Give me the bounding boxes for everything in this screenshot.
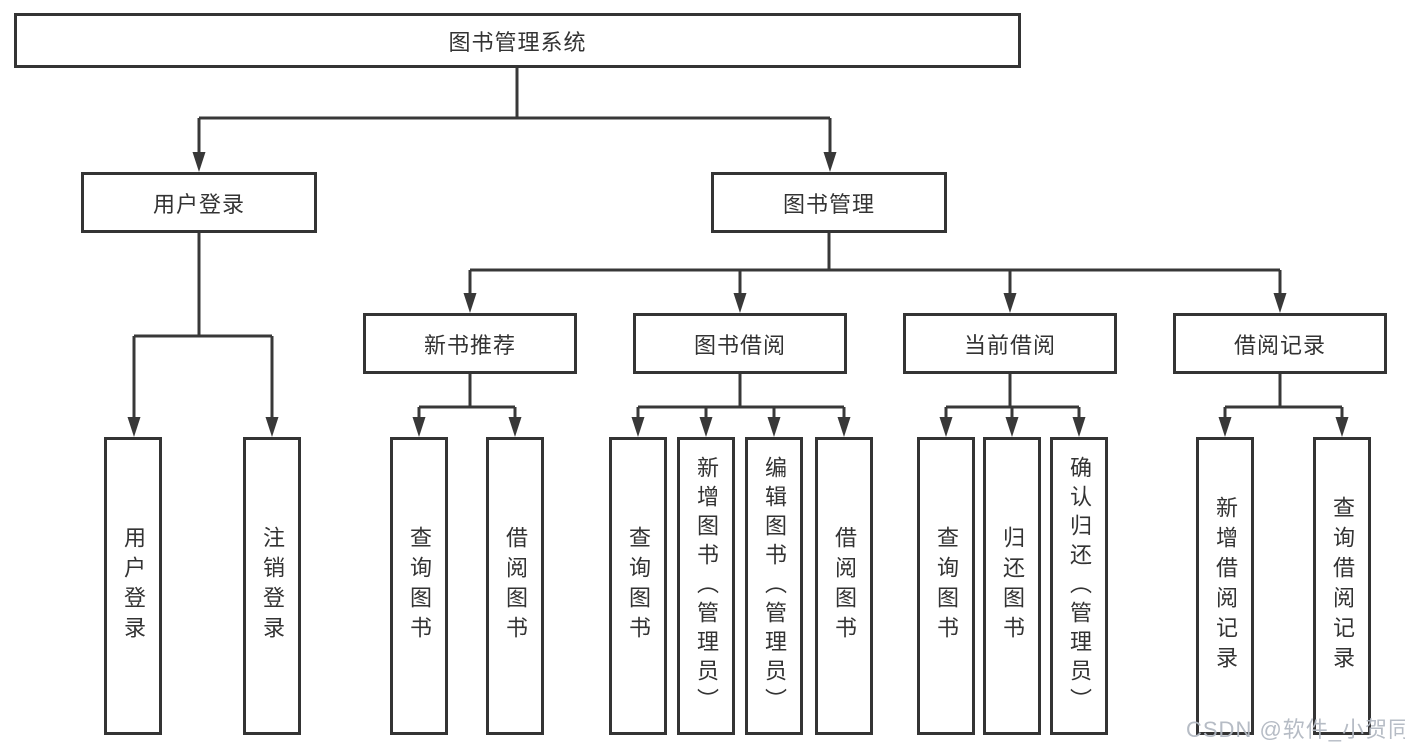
- node-new-book-recommend-label: 新书推荐: [423, 332, 516, 358]
- node-borrow-records: 借阅记录: [1173, 313, 1387, 374]
- leaf-add-books-admin-label: 新增图书（管理员）: [694, 455, 719, 717]
- leaf-add-books-admin: 新增图书（管理员）: [677, 437, 735, 735]
- leaf-current-query-books-label: 查询图书: [934, 526, 959, 646]
- node-book-management: 图书管理: [711, 172, 947, 233]
- node-current-borrow-label: 当前借阅: [963, 332, 1056, 358]
- node-borrow-records-label: 借阅记录: [1233, 332, 1326, 358]
- node-book-borrow-label: 图书借阅: [693, 332, 786, 358]
- leaf-borrow-query-books-label: 查询图书: [626, 526, 651, 646]
- leaf-add-borrow-record: 新增借阅记录: [1196, 437, 1254, 735]
- leaf-recommend-borrow-books: 借阅图书: [486, 437, 544, 735]
- node-root: 图书管理系统: [14, 13, 1021, 68]
- leaf-confirm-return-admin-label: 确认归还（管理员）: [1067, 455, 1092, 717]
- csdn-watermark: CSDN @软件_小贺同学: [1186, 717, 1405, 742]
- node-book-borrow: 图书借阅: [633, 313, 847, 374]
- leaf-recommend-query-books: 查询图书: [390, 437, 448, 735]
- leaf-add-borrow-record-label: 新增借阅记录: [1213, 496, 1238, 676]
- leaf-borrow-books: 借阅图书: [815, 437, 873, 735]
- leaf-edit-books-admin-label: 编辑图书（管理员）: [762, 455, 787, 717]
- node-user-login-label: 用户登录: [152, 191, 245, 217]
- leaf-recommend-query-books-label: 查询图书: [407, 526, 432, 646]
- leaf-query-borrow-record-label: 查询借阅记录: [1330, 496, 1355, 676]
- leaf-recommend-borrow-books-label: 借阅图书: [503, 526, 528, 646]
- node-new-book-recommend: 新书推荐: [363, 313, 577, 374]
- leaf-current-query-books: 查询图书: [917, 437, 975, 735]
- leaf-query-borrow-record: 查询借阅记录: [1313, 437, 1371, 735]
- leaf-user-login-label: 用户登录: [121, 526, 146, 646]
- node-book-management-label: 图书管理: [782, 191, 875, 217]
- leaf-logout-label: 注销登录: [260, 526, 285, 646]
- leaf-borrow-books-label: 借阅图书: [832, 526, 857, 646]
- node-current-borrow: 当前借阅: [903, 313, 1117, 374]
- leaf-edit-books-admin: 编辑图书（管理员）: [745, 437, 803, 735]
- node-user-login: 用户登录: [81, 172, 317, 233]
- leaf-return-books: 归还图书: [983, 437, 1041, 735]
- leaf-return-books-label: 归还图书: [1000, 526, 1025, 646]
- leaf-borrow-query-books: 查询图书: [609, 437, 667, 735]
- leaf-logout: 注销登录: [243, 437, 301, 735]
- leaf-user-login: 用户登录: [104, 437, 162, 735]
- leaf-confirm-return-admin: 确认归还（管理员）: [1050, 437, 1108, 735]
- node-root-label: 图书管理系统: [448, 29, 587, 55]
